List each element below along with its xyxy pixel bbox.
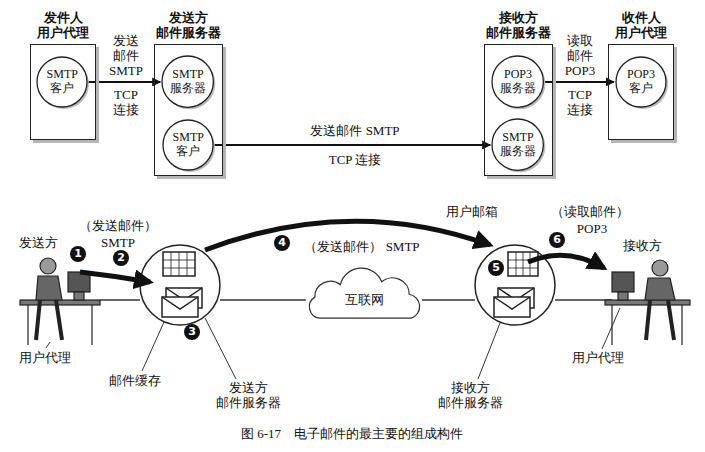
protocol-circle: SMTP 客户: [36, 56, 88, 108]
network-line: [422, 299, 475, 301]
sender-person: [74, 292, 84, 300]
sender-mail-server: [163, 252, 195, 276]
server-box: 收件人 用户代理POP3 客户: [608, 44, 674, 140]
box-heading: 发送方 邮件服务器: [156, 10, 221, 41]
party-label: 发送方: [18, 236, 59, 251]
protocol-circle: POP3 服务器: [491, 55, 544, 108]
receiver-mail-server: [494, 297, 530, 317]
sender-person: [20, 300, 100, 305]
circle-label: SMTP 服务器: [500, 131, 536, 159]
part-label: 用户代理: [571, 351, 625, 366]
receiver-person: [646, 300, 674, 340]
part-label: 邮件缓存: [108, 374, 162, 389]
callout-number: 2: [113, 250, 129, 266]
box-heading: 发件人 用户代理: [37, 10, 89, 41]
sender-mail-server: [162, 297, 198, 317]
internet-cloud: 互联网: [305, 276, 423, 324]
party-label: 接收方: [622, 239, 663, 254]
sender-person: [36, 276, 62, 300]
circle-border: [492, 119, 543, 170]
leader-line: [478, 323, 500, 379]
protocol-circle: POP3 客户: [615, 56, 667, 108]
network-line: [555, 299, 612, 301]
leader-line: [205, 318, 236, 379]
flow-arrow: [528, 255, 604, 268]
edge-label: 发送 邮件 SMTP: [108, 34, 144, 79]
box-heading: 接收方 邮件服务器: [486, 10, 551, 41]
protocol-circle: SMTP 服务器: [161, 55, 214, 108]
protocol-circle: SMTP 服务器: [491, 118, 544, 171]
leader-line: [142, 322, 164, 371]
part-label: 发送方 邮件服务器: [215, 381, 282, 411]
receiver-person: [605, 260, 690, 345]
server-box: 发送方 邮件服务器SMTP 服务器SMTP 客户: [154, 44, 223, 176]
sender-mail-server: [140, 245, 220, 325]
leader-line: [46, 342, 50, 348]
flow-arrow: [80, 272, 150, 282]
box-heading: 收件人 用户代理: [615, 10, 667, 41]
cloud-shape: [309, 268, 419, 318]
sender-person: [40, 258, 56, 274]
part-label: 用户邮箱: [445, 205, 499, 220]
callout-number: 1: [70, 246, 86, 262]
step-label: （发送邮件） SMTP: [303, 240, 420, 255]
sender-mail-server: [163, 252, 195, 276]
protocol-arrow: [214, 144, 490, 146]
circle-border: [37, 57, 87, 107]
callout-number: 4: [274, 235, 290, 251]
sender-person: [91, 305, 92, 345]
callout-number: 6: [549, 232, 565, 248]
protocol-label: POP3: [576, 222, 608, 237]
receiver-person: [652, 260, 668, 276]
leader-line: [602, 308, 620, 349]
network-line: [220, 299, 306, 301]
protocol-arrow: [545, 81, 614, 83]
circle-border: [616, 57, 666, 107]
server-box: 接收方 邮件服务器POP3 服务器SMTP 服务器: [484, 44, 553, 176]
circle-label: SMTP 服务器: [170, 68, 206, 96]
protocol-circle: SMTP 客户: [162, 119, 214, 171]
connection-note: TCP 连接: [566, 88, 594, 118]
edge-label: 发送邮件 SMTP: [309, 124, 400, 139]
step-label: （发送邮件）: [78, 219, 158, 234]
receiver-person: [605, 300, 690, 305]
receiver-person: [681, 305, 682, 345]
circle-label: SMTP 客户: [173, 131, 204, 159]
receiver-mail-server: [494, 297, 530, 309]
circle-label: POP3 服务器: [500, 68, 536, 96]
network-line: [100, 299, 140, 301]
edge-label: 读取 邮件 POP3: [564, 34, 596, 79]
sender-mail-server: [140, 245, 220, 325]
callout-number: 3: [184, 324, 200, 340]
part-label: 接收方 邮件服务器: [437, 381, 504, 411]
receiver-person: [618, 292, 628, 300]
connection-note: TCP 连接: [328, 153, 383, 168]
connection-note: TCP 连接: [112, 88, 140, 118]
callout-number: 5: [488, 260, 504, 276]
receiver-person: [645, 278, 675, 300]
circle-border: [163, 120, 213, 170]
part-label: 用户代理: [18, 351, 72, 366]
receiver-mail-server: [508, 252, 538, 276]
circle-label: POP3 客户: [627, 68, 655, 96]
receiver-person: [612, 272, 634, 292]
receiver-mail-server: [508, 252, 538, 276]
server-box: 发件人 用户代理SMTP 客户: [30, 44, 96, 140]
flow-arrow: [80, 221, 604, 282]
protocol-arrow: [88, 81, 160, 83]
protocol-label: SMTP: [100, 236, 136, 251]
cloud-label: 互联网: [345, 293, 384, 308]
circle-label: SMTP 客户: [47, 68, 78, 96]
sender-person: [36, 300, 62, 340]
circle-border: [492, 56, 543, 107]
sender-person: [27, 305, 28, 345]
figure-caption: 图 6-17 电子邮件的最主要的组成构件: [240, 427, 464, 442]
step-label: （读取邮件）: [550, 205, 630, 220]
circle-border: [162, 56, 213, 107]
sender-mail-server: [162, 297, 198, 309]
